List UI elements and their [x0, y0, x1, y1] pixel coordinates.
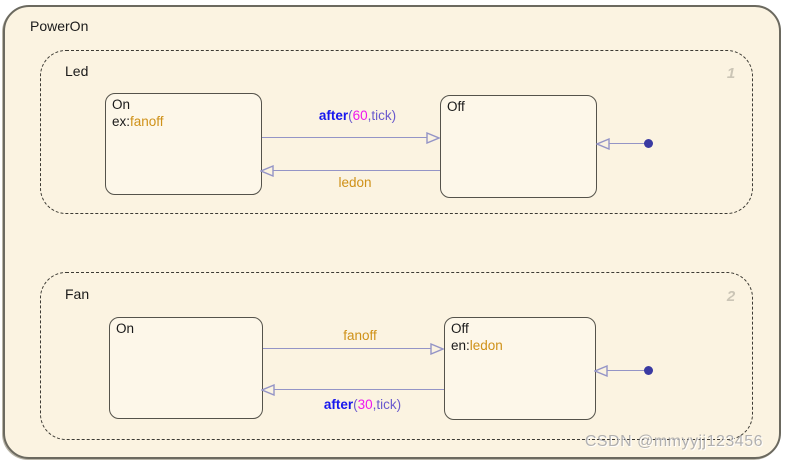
transition-led-off-to-on[interactable]	[271, 170, 440, 171]
subchart-fan[interactable]	[40, 272, 753, 440]
arrowhead-left-icon	[594, 365, 608, 377]
action-event: ledon	[469, 338, 503, 353]
transition-fan-on-to-off-label[interactable]: fanoff	[343, 328, 377, 343]
state-fan-off[interactable]: Off en:ledon	[444, 317, 596, 420]
state-fan-on-name: On	[116, 321, 135, 336]
subchart-led-order-badge: 1	[726, 65, 736, 82]
csdn-watermark: CSDN @mmyyjj123456	[584, 433, 763, 450]
subchart-fan-label: Fan	[65, 286, 90, 302]
transition-fan-off-to-on[interactable]	[272, 389, 444, 390]
default-transition-fan-line	[605, 370, 647, 371]
action-event: fanoff	[130, 114, 164, 129]
state-fan-off-action: en:ledon	[451, 337, 589, 354]
arrowhead-left-icon	[261, 384, 275, 396]
state-fan-on[interactable]: On	[109, 317, 263, 419]
arrowhead-left-icon	[596, 138, 610, 150]
default-transition-led-line	[607, 143, 649, 144]
transition-fan-on-to-off[interactable]	[263, 348, 433, 349]
transition-led-on-to-off[interactable]	[262, 137, 429, 138]
arrowhead-right-icon	[430, 343, 444, 355]
subchart-fan-order-badge: 2	[726, 288, 736, 305]
state-poweron-title: PowerOn	[30, 18, 89, 34]
state-led-off[interactable]: Off	[440, 95, 597, 198]
state-led-on-action: ex:fanoff	[112, 113, 255, 130]
transition-led-on-to-off-label[interactable]: after(60,tick)	[318, 108, 397, 123]
subchart-led[interactable]	[40, 50, 753, 214]
state-led-on-name: On	[112, 97, 131, 112]
action-prefix: ex:	[112, 114, 131, 129]
action-prefix: en:	[451, 338, 470, 353]
arrowhead-right-icon	[426, 132, 440, 144]
state-fan-off-name: Off	[451, 321, 469, 336]
state-poweron[interactable]: PowerOn Led 1 On ex:fanoff Off after(60,…	[3, 5, 781, 459]
transition-led-off-to-on-label[interactable]: ledon	[338, 175, 372, 190]
state-led-off-name: Off	[447, 99, 465, 114]
default-transition-fan-dot	[644, 366, 653, 375]
subchart-led-label: Led	[65, 63, 89, 79]
default-transition-led-dot	[644, 139, 653, 148]
transition-fan-off-to-on-label[interactable]: after(30,tick)	[323, 397, 402, 412]
state-led-on[interactable]: On ex:fanoff	[105, 93, 262, 195]
arrowhead-left-icon	[260, 165, 274, 177]
